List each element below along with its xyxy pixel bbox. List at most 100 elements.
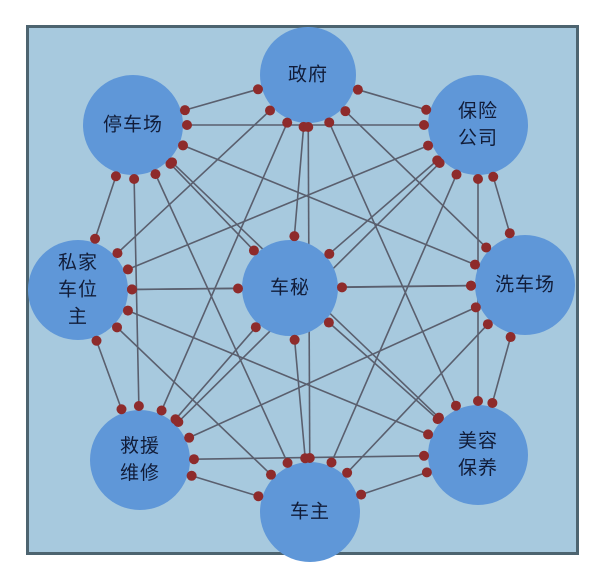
edge-gov-insurance — [357, 88, 427, 111]
connector-dot — [470, 302, 481, 313]
connector-dot — [282, 117, 293, 128]
connector-dot — [421, 467, 432, 478]
connector-dot — [233, 283, 244, 294]
connector-dot — [116, 404, 127, 415]
edge-chemi-beauty — [328, 321, 439, 420]
node-rescue — [90, 410, 190, 510]
edge-gov-chemi — [293, 126, 305, 237]
node-beauty — [428, 405, 528, 505]
connector-dot — [91, 335, 102, 346]
connector-dot — [186, 470, 197, 481]
edge-parking-rescue — [133, 178, 140, 407]
node-label-insurance: 保险 公司 — [457, 100, 499, 149]
connector-dot — [182, 120, 192, 130]
connector-dot — [340, 106, 351, 117]
node-label-carwash: 洗车场 — [494, 273, 556, 296]
connector-dot — [253, 491, 264, 502]
node-gov — [260, 27, 356, 123]
connector-dot — [253, 84, 264, 95]
edge-owner-beauty — [360, 471, 428, 496]
connector-dot — [505, 332, 516, 343]
edge-gov-parking — [184, 88, 259, 111]
connector-dot — [184, 432, 195, 443]
edge-chemi-owner — [293, 339, 306, 459]
node-label-gov: 政府 — [287, 63, 329, 86]
connector-dot — [432, 414, 443, 425]
edge-private_lot-rescue — [95, 340, 123, 410]
connector-dot — [450, 400, 461, 411]
connector-dot — [487, 397, 498, 408]
connector-dot — [336, 282, 347, 293]
edge-parking-owner — [154, 173, 289, 464]
node-carwash — [475, 235, 575, 335]
node-label-private-lot: 私家 车位 主 — [57, 251, 99, 328]
node-label-rescue: 救援 维修 — [119, 435, 161, 484]
connector-dot — [326, 457, 337, 468]
connector-dot — [303, 121, 314, 132]
connector-dot — [122, 264, 133, 275]
connector-dot — [434, 158, 445, 169]
connector-dot — [352, 84, 363, 95]
connector-dot — [129, 173, 140, 184]
node-layer — [28, 27, 575, 562]
connector-dot — [167, 157, 178, 168]
edge-chemi-carwash — [341, 284, 472, 289]
node-insurance — [428, 75, 528, 175]
connector-dot — [324, 117, 335, 128]
edge-private_lot-owner — [116, 326, 272, 476]
connector-dot — [90, 233, 101, 244]
edge-rescue-owner — [191, 475, 259, 497]
connector-dot — [110, 171, 121, 182]
connector-dot — [342, 467, 353, 478]
connector-dot — [112, 322, 123, 333]
connector-dot — [300, 453, 311, 464]
connector-dot — [504, 228, 515, 239]
node-private_lot — [28, 240, 128, 340]
node-chemi — [242, 240, 338, 336]
connector-dot — [419, 450, 430, 461]
edge-private_lot-beauty — [127, 309, 429, 436]
connector-dot — [188, 454, 199, 465]
node-label-owner: 车主 — [289, 500, 331, 523]
edge-parking-private_lot — [94, 175, 117, 240]
edge-insurance-private_lot — [127, 144, 429, 271]
connector-dot — [265, 469, 276, 480]
connector-dot — [423, 429, 434, 440]
edge-gov-private_lot — [116, 109, 271, 254]
connector-dot-layer — [90, 84, 516, 502]
node-owner — [260, 462, 360, 562]
connector-dot — [133, 401, 144, 412]
edge-insurance-chemi — [328, 159, 438, 255]
edge-carwash-rescue — [188, 306, 477, 439]
connector-dot — [473, 174, 483, 184]
connector-dot — [482, 319, 493, 330]
edge-chemi-rescue — [174, 326, 257, 420]
connector-dot — [289, 231, 300, 242]
connector-dot — [250, 322, 261, 333]
connector-dot — [451, 169, 462, 180]
connector-dot — [488, 171, 499, 182]
connector-dot — [122, 305, 133, 316]
node-label-chemi: 车秘 — [269, 276, 311, 299]
connector-dot — [324, 248, 335, 259]
node-label-parking: 停车场 — [102, 113, 164, 136]
edge-carwash-owner — [346, 323, 489, 474]
connector-dot — [423, 140, 434, 151]
connector-dot — [473, 396, 483, 406]
edge-parking-chemi — [169, 163, 255, 252]
connector-dot — [177, 140, 188, 151]
edge-insurance-owner — [330, 174, 458, 463]
edge-gov-beauty — [328, 122, 457, 407]
edge-carwash-beauty — [491, 336, 512, 404]
edge-insurance-carwash — [492, 176, 511, 234]
connector-dot — [470, 259, 481, 270]
connector-dot — [170, 414, 181, 425]
connector-dot — [289, 334, 300, 345]
connector-dot — [421, 104, 432, 115]
edge-gov-rescue — [160, 122, 288, 411]
connector-dot — [466, 280, 477, 291]
connector-dot — [356, 489, 367, 500]
connector-dot — [323, 317, 334, 328]
connector-dot — [282, 457, 293, 468]
